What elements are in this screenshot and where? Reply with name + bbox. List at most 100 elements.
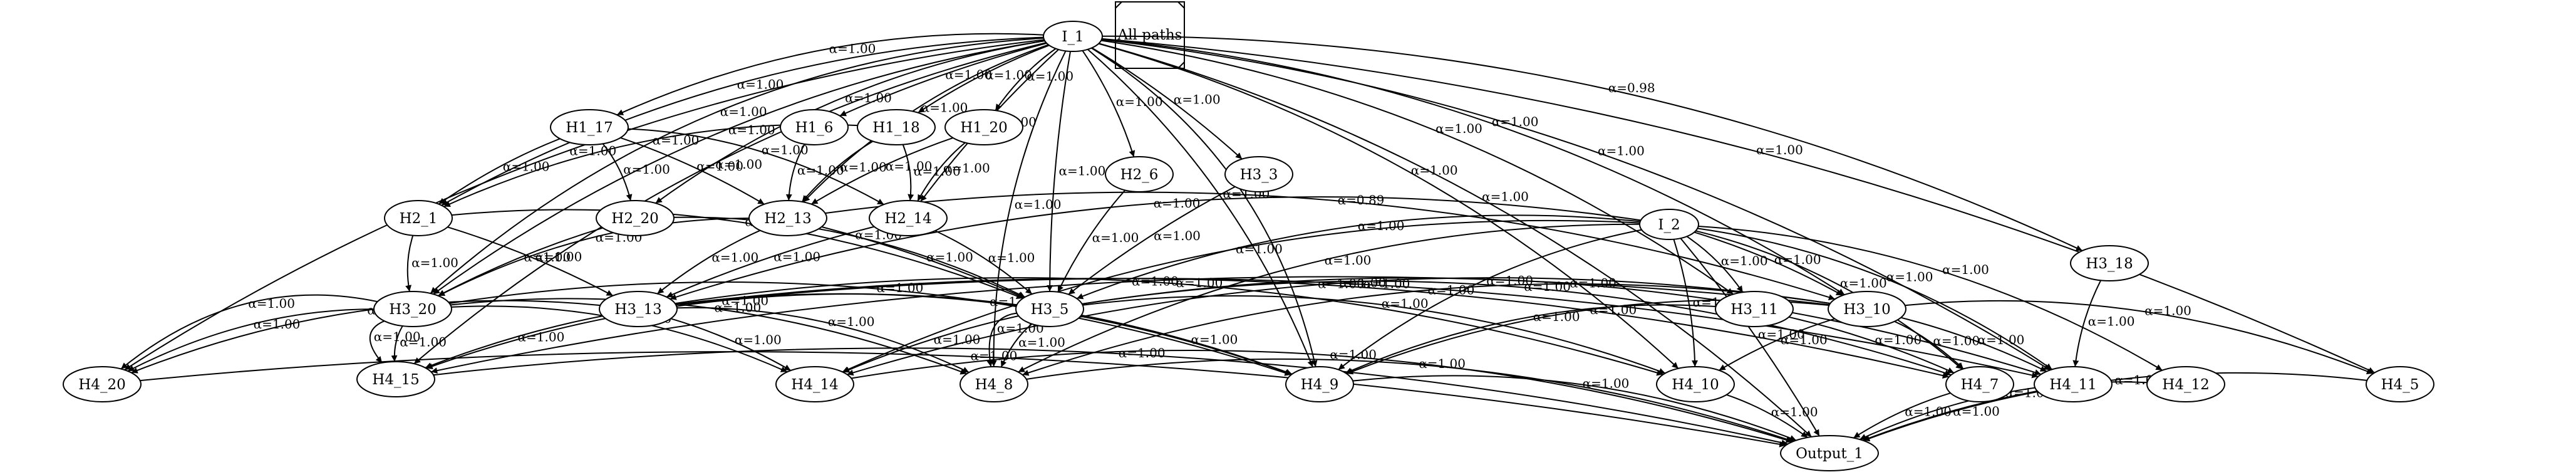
legend-box: All paths	[1115, 1, 1185, 69]
edge-label: α=1.00	[524, 249, 571, 265]
edge-label: α=1.00	[1570, 275, 1616, 290]
node-label: H1_18	[872, 120, 919, 136]
edge-label: α=1.00	[988, 250, 1035, 265]
edge-label: α=1.00	[1905, 404, 1952, 419]
edge-h1_20-to-h2_14	[917, 142, 966, 202]
edge-h4_10-to-output_1	[1726, 394, 1808, 438]
node-ellipse	[2146, 366, 2225, 402]
edge-i_1-to-h1_18	[918, 45, 1050, 113]
node-label: H4_11	[2049, 377, 2096, 393]
node-ellipse	[944, 109, 1023, 145]
node-ellipse	[2070, 245, 2149, 281]
node-label: H2_20	[611, 211, 658, 227]
node-label: H4_12	[2162, 377, 2209, 393]
edge-label: α=1.00	[1119, 345, 1166, 360]
edge-i_1-to-h2_20	[655, 40, 1045, 204]
edge-h4_14-to-output_1	[851, 349, 1792, 443]
edge-h4_15-to-output_1	[433, 347, 1788, 446]
node-h3-13: H3_13	[599, 291, 678, 327]
node-ellipse	[1105, 156, 1174, 192]
edge-label: α=1.00	[1339, 275, 1386, 290]
edge-label: α=1.00	[943, 160, 990, 176]
edge-label: α=1.00	[1953, 404, 2000, 419]
edge-label: α=1.00	[773, 249, 820, 265]
edge-i_1-to-h2_13	[803, 44, 1049, 202]
node-ellipse	[2034, 366, 2113, 402]
node-label: Output_1	[1796, 446, 1863, 462]
edge-label: α=1.00	[1435, 121, 1482, 136]
edge-label: α=1.00	[1015, 197, 1062, 212]
edge-label: α=1.00	[569, 144, 616, 159]
edge-label: α=1.00	[1428, 282, 1475, 297]
edge-i_2-to-h4_12	[1698, 226, 2163, 371]
edge-h2_14-to-h3_5	[934, 230, 1033, 295]
edge-label: α=1.00	[914, 164, 961, 179]
edge-label: α=1.00	[934, 332, 981, 347]
node-label: H2_13	[764, 211, 811, 227]
edge-i_1-to-h4_5	[1102, 38, 2375, 374]
node-label: H4_8	[975, 377, 1013, 393]
node-ellipse	[1285, 366, 1354, 402]
edge-h3_13-to-h4_11	[676, 278, 2039, 379]
node-label: H1_17	[566, 120, 613, 136]
edge-label: α=1.00	[1533, 309, 1580, 324]
edge-label: α=1.00	[720, 104, 767, 119]
node-h4-8: H4_8	[960, 366, 1028, 402]
edge-i_1-to-h1_20	[995, 48, 1057, 111]
node-label: H4_9	[1301, 377, 1339, 393]
edge-labels-layer: α=1.00α=1.00α=1.00α=1.00α=1.00α=1.00α=1.…	[248, 41, 2191, 419]
edge-i_1-to-h4_20	[124, 39, 1045, 370]
edge-label: α=1.00	[518, 330, 565, 345]
node-label: H4_10	[1672, 377, 1719, 393]
edge-label: α=1.00	[1154, 196, 1201, 211]
edge-h3_13-to-h4_8	[676, 307, 970, 374]
edge-h4_7-to-output_1	[1853, 392, 1951, 439]
edge-h3_18-to-h4_11	[2072, 280, 2102, 367]
node-label: H4_14	[791, 377, 838, 393]
edge-label: α=1.00	[1176, 275, 1223, 290]
edge-label: α=1.00	[985, 67, 1032, 82]
node-ellipse	[550, 109, 629, 145]
edge-label: α=1.00	[1482, 189, 1529, 204]
edge-h1_17-to-h2_13	[620, 137, 765, 205]
edge-label: α=1.00	[400, 335, 447, 350]
node-ellipse	[356, 361, 435, 397]
node-h1-17: H1_17	[550, 109, 629, 145]
node-h3-5: H3_5	[1015, 291, 1084, 327]
node-h1-20: H1_20	[944, 109, 1023, 145]
edge-label: α=1.00	[1174, 92, 1221, 107]
edge-h1_17-to-h2_1	[438, 138, 561, 205]
node-h4-11: H4_11	[2034, 366, 2113, 402]
node-ellipse	[596, 200, 675, 236]
edge-i_1-to-h3_18	[1102, 35, 2083, 251]
edge-label: α=1.00	[945, 67, 992, 82]
node-ellipse	[373, 291, 452, 327]
edge-h4_9-to-output_1	[1352, 375, 1797, 441]
edge-h2_1-to-h3_20	[405, 235, 414, 292]
node-h4-12: H4_12	[2146, 366, 2225, 402]
node-h4-14: H4_14	[775, 366, 854, 402]
edge-label: α=1.00	[248, 296, 295, 311]
node-ellipse	[748, 200, 827, 236]
edge-i_1-to-h3_3	[1091, 47, 1243, 160]
edge-i_1-to-output_1	[1099, 43, 1813, 438]
edge-label: α=1.00	[1236, 241, 1283, 256]
edge-i_1-to-h4_15	[413, 42, 1047, 365]
node-ellipse	[1780, 435, 1879, 471]
node-ellipse	[960, 366, 1028, 402]
edge-label: α=1.00	[840, 160, 887, 175]
node-i-1: I_1	[1043, 21, 1103, 52]
edge-label: α=1.00	[1191, 332, 1238, 347]
edge-h3_13-to-h4_20	[131, 300, 601, 374]
edge-h1_17-to-h2_20	[602, 143, 633, 201]
edge-label: α=1.00	[1781, 332, 1828, 347]
edge-label: α=1.00	[1721, 253, 1768, 268]
edge-label: α=1.00	[1154, 228, 1201, 243]
node-label: I_2	[1658, 217, 1680, 233]
edge-label: α=1.00	[1059, 164, 1106, 179]
edge-i_1-to-h3_20	[433, 40, 1045, 295]
edge-h1_6-to-h2_13	[785, 144, 805, 201]
edge-label: α=1.00	[2144, 303, 2191, 318]
